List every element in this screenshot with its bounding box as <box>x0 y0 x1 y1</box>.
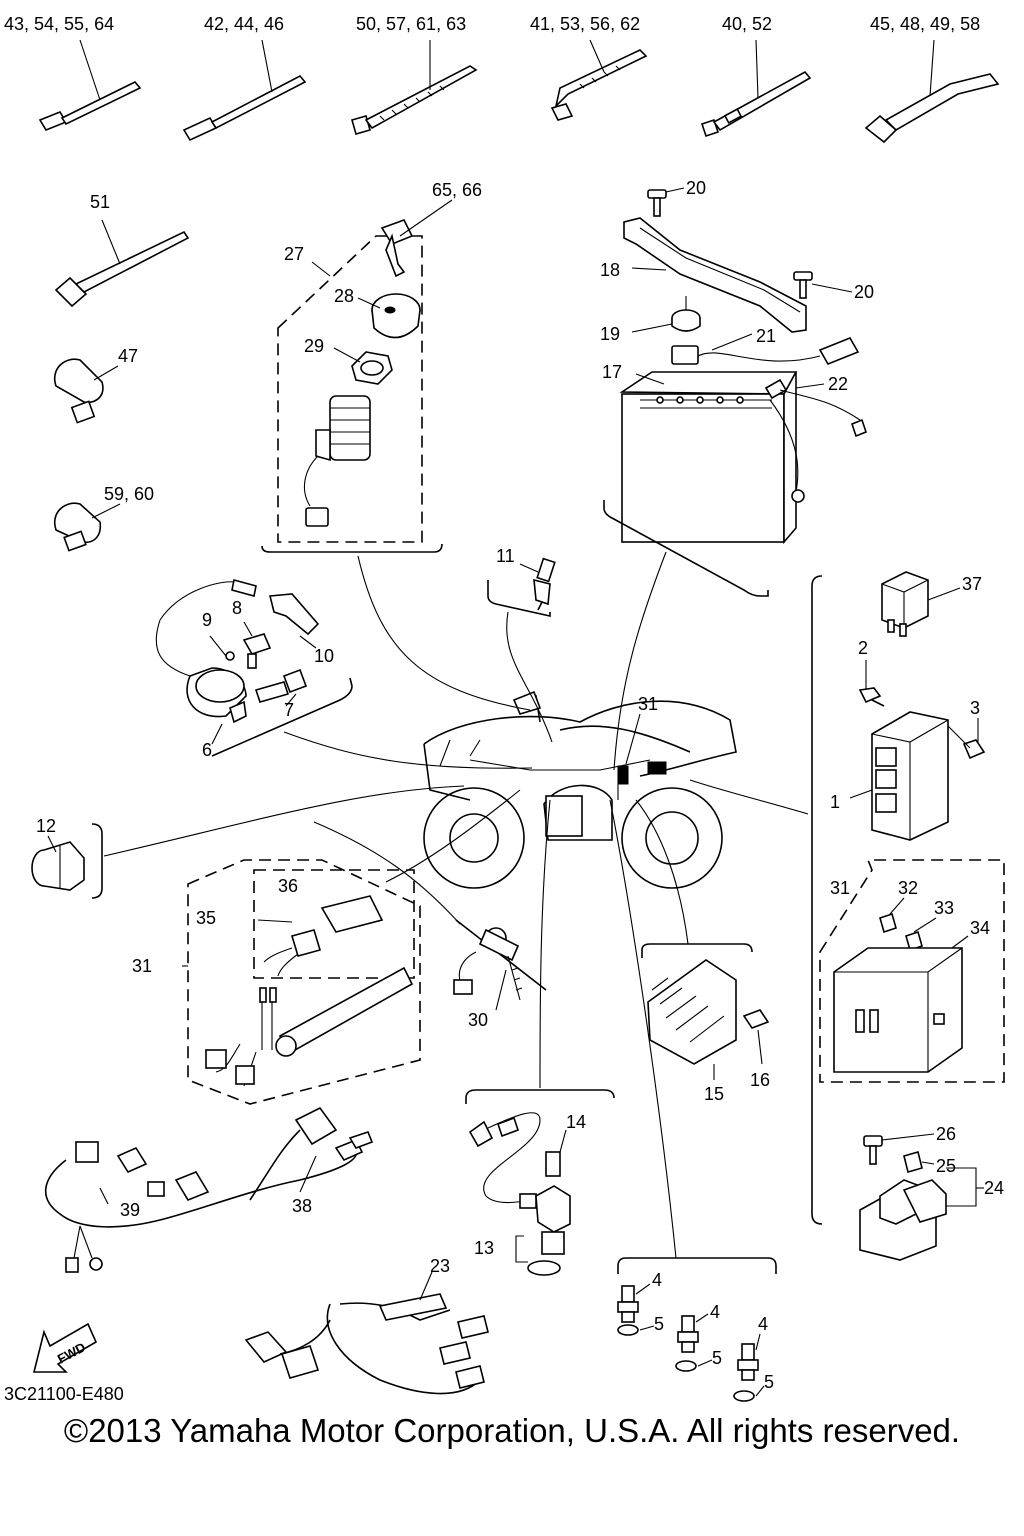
relay-37 <box>881 571 961 637</box>
callout-30: 30 <box>468 1010 488 1030</box>
callout-5a: 5 <box>654 1314 664 1334</box>
callout-16: 16 <box>750 1070 770 1090</box>
callout-45: 45, 48, 49, 58 <box>870 14 980 34</box>
cable-tie-a <box>38 39 142 131</box>
glow-plug-group <box>487 557 556 617</box>
fwd-arrow-icon: FWD <box>32 1322 98 1373</box>
callout-labels: 43, 54, 55, 64 42, 44, 46 50, 57, 61, 63… <box>4 14 1004 1392</box>
callout-24: 24 <box>984 1178 1004 1198</box>
callout-6: 6 <box>202 740 212 760</box>
callout-42: 42, 44, 46 <box>204 14 284 34</box>
cable-tie-c <box>351 40 478 135</box>
callout-47: 47 <box>118 346 138 366</box>
leader-lines <box>103 551 809 1259</box>
battery-group <box>603 187 867 597</box>
clamp-59-60 <box>53 502 121 552</box>
callout-38: 38 <box>292 1196 312 1216</box>
callout-28: 28 <box>334 286 354 306</box>
callout-35: 35 <box>196 908 216 928</box>
cable-tie-clamp-51 <box>54 219 190 308</box>
main-switch-group <box>261 199 453 553</box>
diagram-code: 3C21100-E480 <box>4 1384 124 1404</box>
harness-23 <box>244 1271 489 1395</box>
callout-32: 32 <box>898 878 918 898</box>
callout-4a: 4 <box>652 1270 662 1290</box>
callout-50: 50, 57, 61, 63 <box>356 14 466 34</box>
callout-65: 65, 66 <box>432 180 482 200</box>
callout-29: 29 <box>304 336 324 356</box>
callout-31a: 31 <box>638 694 658 714</box>
callout-14: 14 <box>566 1112 586 1132</box>
callout-2: 2 <box>858 638 868 658</box>
fuse-box-group <box>819 859 1005 1083</box>
ecu-group <box>849 660 986 841</box>
cable-tie-b <box>182 39 307 142</box>
switch-30 <box>453 919 547 1011</box>
callout-43: 43, 54, 55, 64 <box>4 14 114 34</box>
callout-4b: 4 <box>710 1302 720 1322</box>
callout-20b: 20 <box>854 282 874 302</box>
callout-34: 34 <box>970 918 990 938</box>
sub-harness-38-39 <box>44 1106 374 1273</box>
callout-12: 12 <box>36 816 56 836</box>
atv-vehicle <box>423 690 737 889</box>
right-bracket <box>811 575 823 1225</box>
callout-1: 1 <box>830 792 840 812</box>
callout-5c: 5 <box>764 1372 774 1392</box>
callout-27: 27 <box>284 244 304 264</box>
callout-41: 41, 53, 56, 62 <box>530 14 640 34</box>
callout-59: 59, 60 <box>104 484 154 504</box>
callout-23: 23 <box>430 1256 450 1276</box>
starter-relay-group <box>859 1133 984 1261</box>
callout-11: 11 <box>496 546 515 566</box>
harness-group-31 <box>182 859 421 1105</box>
callout-17: 17 <box>602 362 622 382</box>
callout-20a: 20 <box>686 178 706 198</box>
callout-25: 25 <box>936 1156 956 1176</box>
callout-8: 8 <box>232 598 242 618</box>
callout-15: 15 <box>704 1084 724 1104</box>
callout-26: 26 <box>936 1124 956 1144</box>
callout-33: 33 <box>934 898 954 918</box>
callout-21: 21 <box>756 326 776 346</box>
callout-40: 40, 52 <box>722 14 772 34</box>
callout-13: 13 <box>474 1238 494 1258</box>
callout-36: 36 <box>278 876 298 896</box>
copyright-notice: ©2013 Yamaha Motor Corporation, U.S.A. A… <box>63 1412 961 1449</box>
callout-31c: 31 <box>830 878 850 898</box>
callout-39: 39 <box>120 1200 140 1220</box>
callout-9: 9 <box>202 610 212 630</box>
callout-7: 7 <box>284 700 294 720</box>
callout-37: 37 <box>962 574 982 594</box>
callout-18: 18 <box>600 260 620 280</box>
cable-tie-e <box>700 39 812 138</box>
callout-5b: 5 <box>712 1348 722 1368</box>
callout-51: 51 <box>90 192 110 212</box>
cable-tie-f <box>864 39 1000 144</box>
callout-4c: 4 <box>758 1314 768 1334</box>
rectifier-15 <box>641 943 770 1080</box>
callout-22: 22 <box>828 374 848 394</box>
bolts-4-5 <box>617 1257 777 1402</box>
cable-tie-d <box>550 39 648 121</box>
callout-3: 3 <box>970 698 980 718</box>
ignition-coil-group <box>155 579 353 757</box>
callout-31b: 31 <box>132 956 152 976</box>
sensor-12 <box>31 823 103 899</box>
clamp-47 <box>53 358 119 424</box>
sensor-13 <box>465 1089 615 1276</box>
callout-10: 10 <box>314 646 334 666</box>
callout-19: 19 <box>600 324 620 344</box>
